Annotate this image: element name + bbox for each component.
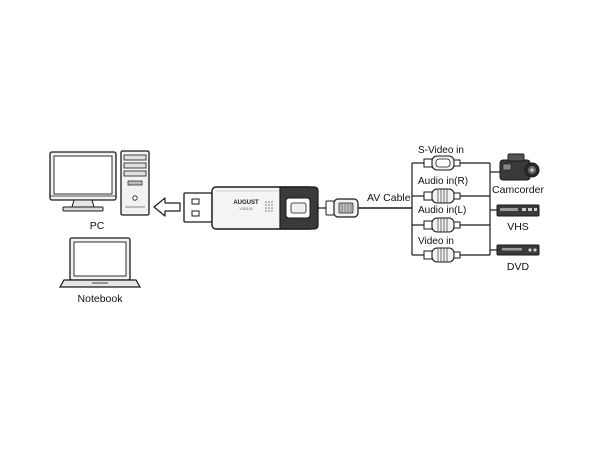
usb-plug — [183, 192, 213, 223]
av-breakout-bracket — [411, 162, 424, 256]
dvd-label: DVD — [507, 261, 530, 273]
monitor — [49, 151, 117, 212]
camcorder-label: Camcorder — [492, 184, 544, 196]
camcorder-icon — [499, 153, 540, 181]
av-cable-connector — [318, 198, 412, 218]
audio-in-l-label: Audio in(L) — [418, 205, 466, 216]
tower — [120, 150, 150, 216]
rca-plug-audio-r-icon — [423, 188, 490, 204]
vhs-label: VHS — [507, 221, 529, 233]
vhs-player-icon — [496, 204, 540, 217]
device-brand: AUGUST — [233, 200, 259, 206]
vent-dots — [265, 201, 273, 212]
svideo-plug-icon — [423, 155, 490, 171]
rca-plug-video-icon — [423, 247, 490, 263]
laptop-icon — [58, 237, 142, 288]
rca-plug-audio-l-icon — [423, 217, 490, 233]
video-in-label: Video in — [418, 236, 454, 247]
pc-label: PC — [90, 220, 105, 232]
audio-in-r-label: Audio in(R) — [418, 176, 468, 187]
desktop-computer-icon — [49, 150, 150, 216]
av-cable-label: AV Cable — [367, 192, 411, 204]
svideo-in-label: S-Video in — [418, 145, 464, 156]
device-model: VGB100 — [239, 207, 252, 211]
notebook-label: Notebook — [78, 293, 124, 305]
dvd-player-icon — [496, 244, 540, 256]
arrow-left-icon — [153, 197, 181, 217]
usb-capture-device: AUGUST VGB100 — [183, 186, 319, 230]
